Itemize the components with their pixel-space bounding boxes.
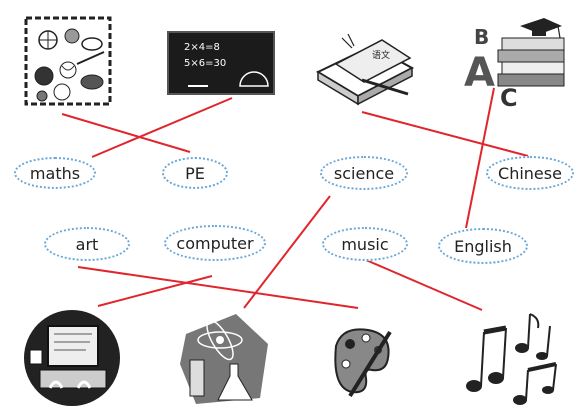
computer-picture[interactable]	[20, 300, 124, 406]
match-line-music-notes	[365, 259, 483, 311]
label-music-text: music	[341, 234, 389, 254]
label-maths[interactable]: maths	[14, 157, 96, 189]
label-maths-text: maths	[29, 163, 81, 183]
match-line-abc-english	[465, 87, 495, 229]
chalkboard-picture[interactable]: 2×4=8 5×6=30	[167, 31, 276, 96]
label-science-text: science	[333, 163, 395, 183]
label-art[interactable]: art	[44, 227, 130, 261]
music-notes-picture[interactable]	[460, 306, 572, 410]
match-line-art-palette	[77, 266, 359, 309]
match-line-science-lab	[243, 195, 331, 309]
match-line-book-chinese	[361, 111, 529, 157]
label-pe[interactable]: PE	[162, 157, 228, 189]
label-english[interactable]: English	[438, 228, 528, 264]
svg-text:B: B	[474, 25, 489, 49]
abc-books-picture[interactable]: B A C	[458, 14, 570, 112]
label-pe-text: PE	[185, 163, 205, 183]
label-english-text: English	[454, 236, 512, 256]
label-art-text: art	[75, 234, 99, 254]
books-picture[interactable]: 语文	[312, 28, 418, 110]
match-line-sports-pe	[61, 113, 191, 153]
match-line-computer	[97, 275, 213, 307]
label-chinese-text: Chinese	[498, 163, 562, 183]
chalkboard-line2: 5×6=30	[184, 58, 226, 69]
label-chinese[interactable]: Chinese	[486, 156, 574, 190]
label-science[interactable]: science	[320, 156, 408, 190]
svg-text:C: C	[500, 84, 518, 112]
sports-balls-picture[interactable]	[22, 14, 114, 110]
label-music[interactable]: music	[322, 227, 408, 261]
match-line-maths-chalkboard	[91, 97, 233, 158]
label-computer[interactable]: computer	[164, 225, 266, 261]
book-cover-text: 语文	[372, 49, 390, 61]
svg-text:A: A	[464, 50, 495, 96]
science-lab-picture[interactable]	[176, 304, 270, 408]
chalkboard-line1: 2×4=8	[184, 42, 220, 53]
label-computer-text: computer	[176, 233, 254, 253]
palette-brush-picture[interactable]	[328, 322, 396, 400]
